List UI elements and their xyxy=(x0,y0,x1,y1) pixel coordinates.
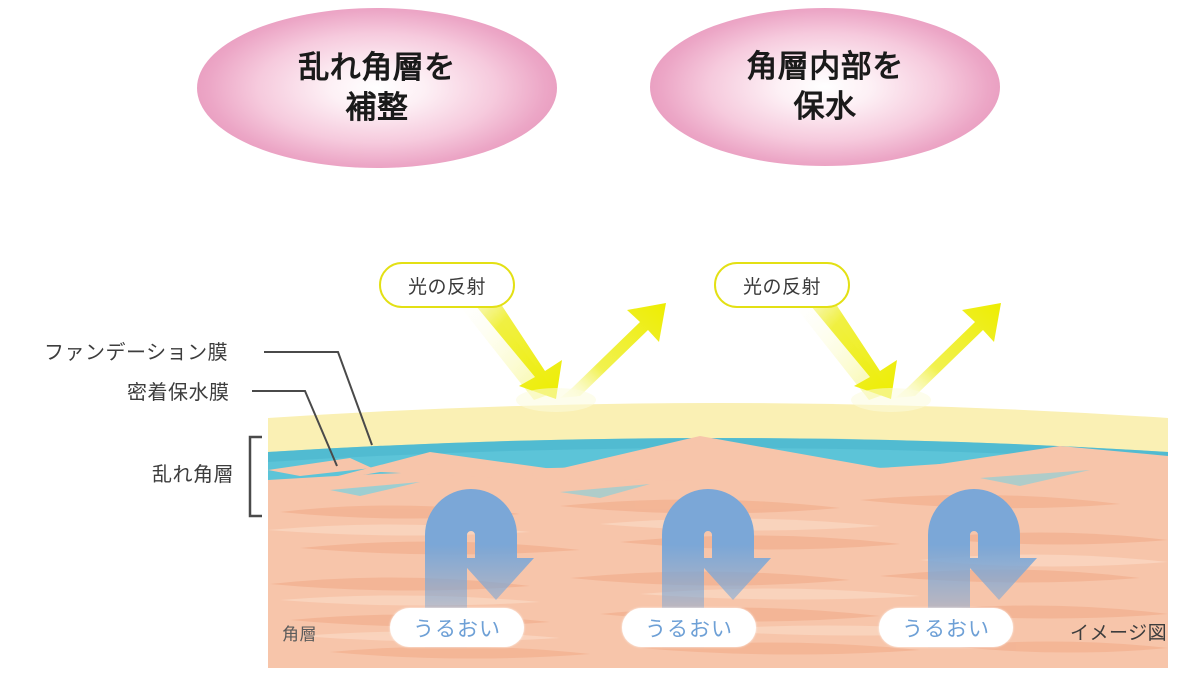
headline-ellipse-correct-disordered-corneum: 乱れ角層を 補整 xyxy=(197,8,557,168)
leader-lines xyxy=(252,351,373,467)
moisture-pill-2: うるおい xyxy=(622,608,756,647)
headline-ellipse-1-text: 乱れ角層を 補整 xyxy=(298,49,456,125)
callout-light-reflection-left: 光の反射 xyxy=(379,262,515,308)
headline-ellipse-2-text: 角層内部を 保水 xyxy=(746,48,904,124)
moisture-pill-3-text: うるおい xyxy=(902,617,990,641)
side-label-disordered-corneum: 乱れ角層 xyxy=(152,464,234,486)
moisture-pill-3: うるおい xyxy=(879,608,1013,647)
side-label-adhesion-water-film: 密着保水膜 xyxy=(127,382,230,404)
light-ray-left xyxy=(455,286,666,412)
light-ray-right xyxy=(790,286,1001,412)
disordered-corneum-bracket xyxy=(248,435,262,518)
moisture-pill-1: うるおい xyxy=(390,608,524,647)
callout-light-reflection-left-text: 光の反射 xyxy=(407,276,486,298)
in-diagram-label-corneum: 角層 xyxy=(282,625,317,644)
moisture-pill-2-text: うるおい xyxy=(645,617,733,641)
moisture-pill-1-text: うるおい xyxy=(413,617,501,641)
callout-light-reflection-right-text: 光の反射 xyxy=(742,276,821,298)
side-label-foundation-film: ファンデーション膜 xyxy=(44,342,229,364)
in-diagram-label-image-note: イメージ図 xyxy=(1070,623,1168,644)
callout-light-reflection-right: 光の反射 xyxy=(714,262,850,308)
headline-ellipse-moisturize-inner-corneum: 角層内部を 保水 xyxy=(650,8,1000,166)
